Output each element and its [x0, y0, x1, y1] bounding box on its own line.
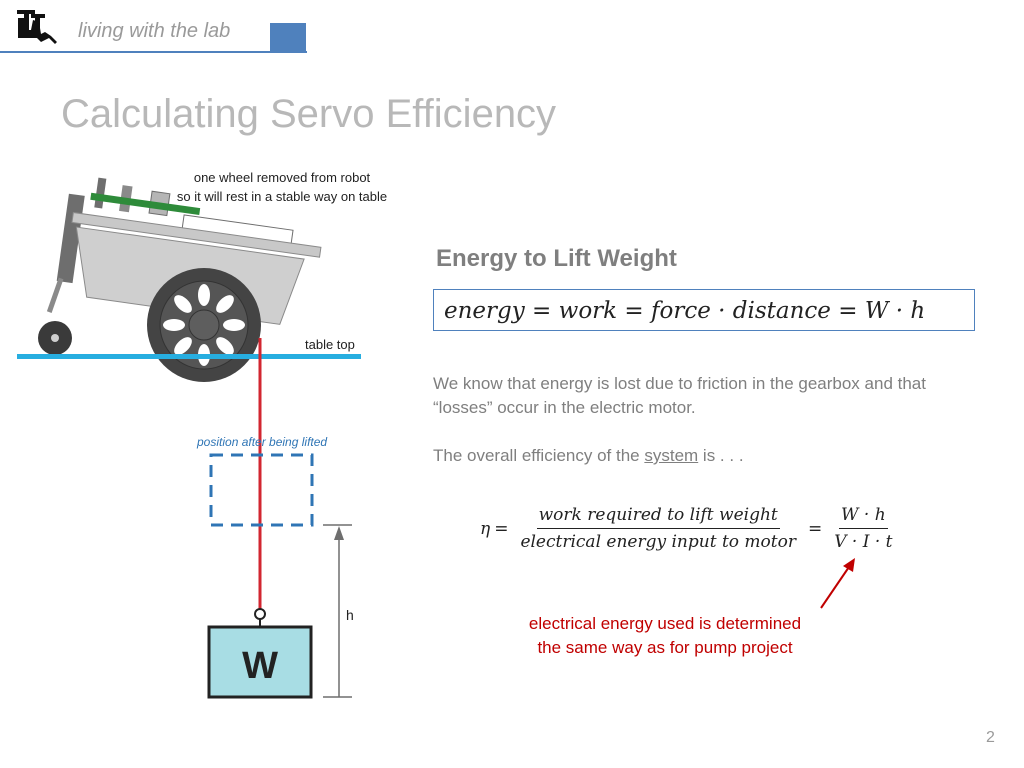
equals-sign-2: = [807, 518, 823, 539]
energy-heading: Energy to Lift Weight [436, 245, 677, 272]
system-link: system [644, 446, 699, 465]
efficiency-suffix: is . . . [698, 446, 744, 465]
lifted-position-outline [209, 453, 314, 527]
weight-label: W [242, 645, 278, 687]
efficiency-paragraph: The overall efficiency of the system is … [433, 444, 953, 468]
eta-symbol: η [480, 518, 491, 539]
university-logo [17, 10, 57, 44]
height-label: h [346, 607, 354, 623]
slide-title: Calculating Servo Efficiency [61, 92, 557, 136]
energy-formula: energy = work = force · distance = W · h [433, 289, 975, 331]
page-number: 2 [986, 729, 995, 746]
callout-arrow [820, 558, 855, 609]
header-rule [0, 51, 307, 53]
weight-block [207, 625, 313, 699]
tagline: living with the lab [78, 20, 231, 42]
main-wheel [147, 268, 261, 382]
callout-line1: electrical energy used is determined [528, 614, 802, 633]
power-numerator: W · h [839, 505, 888, 529]
lifted-label: position after being lifted [196, 435, 327, 449]
wheel-caption-line1: one wheel removed from robot [194, 170, 371, 185]
power-denominator: V · I · t [834, 532, 893, 552]
table-label: table top [305, 337, 355, 352]
wheel-caption-line2: so it will rest in a stable way on table [177, 189, 387, 204]
callout-line2: the same way as for pump project [537, 638, 793, 657]
callout-text: electrical energy used is determined the … [505, 612, 825, 660]
fraction-denominator: electrical energy input to motor [520, 532, 796, 552]
power-fraction: W · h V · I · t [832, 505, 894, 552]
table-top [17, 354, 361, 359]
efficiency-formula: η = work required to lift weight electri… [480, 505, 900, 552]
servo-robot-illustration: one wheel removed from robot so it will … [17, 170, 387, 699]
header-accent-box [270, 23, 306, 51]
efficiency-prefix: The overall efficiency of the [433, 446, 645, 465]
equals-sign: = [494, 518, 509, 539]
losses-paragraph: We know that energy is lost due to frict… [433, 374, 926, 417]
efficiency-fraction: work required to lift weight electrical … [518, 505, 798, 552]
fraction-numerator: work required to lift weight [536, 505, 780, 529]
